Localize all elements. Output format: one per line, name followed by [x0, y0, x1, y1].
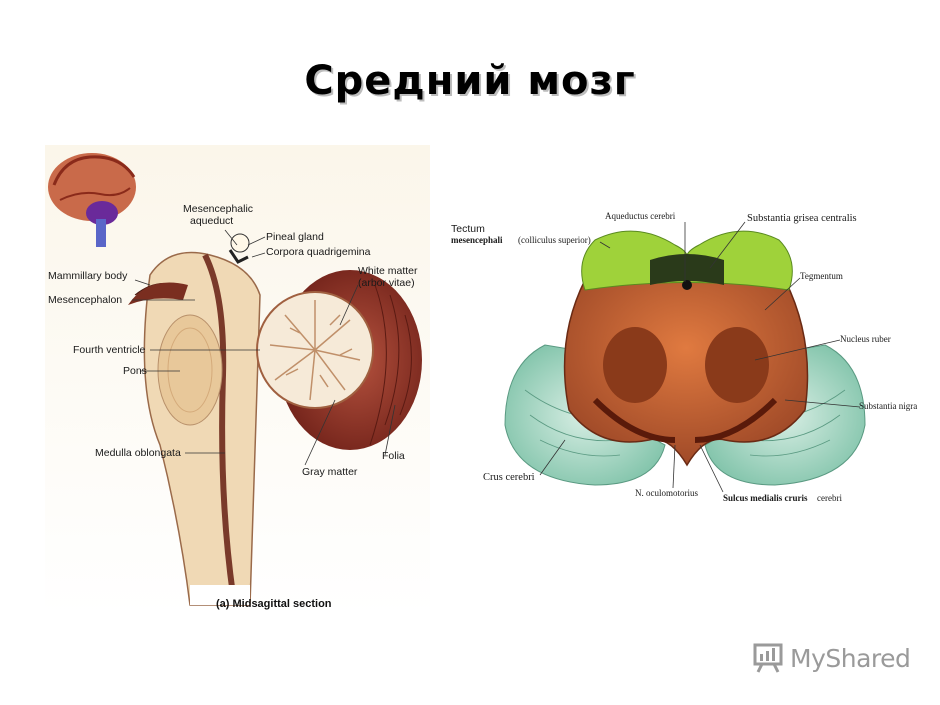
label-n-oculomotorius: N. oculomotorius [635, 488, 698, 498]
label-white-matter: White matter [358, 265, 418, 277]
nucleus-ruber-right [705, 327, 769, 403]
label-fourth-ventricle: Fourth ventricle [73, 344, 146, 356]
brain-inset-icon [48, 153, 136, 247]
midsagittal-diagram: Mesencephalic aqueduct Pineal gland Corp… [40, 145, 430, 615]
label-tectum: Tectum [451, 223, 485, 235]
label-pons: Pons [123, 365, 147, 377]
label-mesencephalon: Mesencephalon [48, 294, 123, 306]
label-colliculus: (colliculus superior) [518, 235, 591, 245]
caption-midsagittal: (a) Midsagittal section [216, 598, 332, 610]
tegmentum-shape [563, 269, 809, 467]
label-folia: Folia [382, 450, 405, 462]
label-mesencephali: mesencephali [451, 235, 503, 245]
label-substantia-grisea: Substantia grisea centralis [747, 213, 857, 224]
label-arbor-vitae: (arbor vitae) [358, 277, 415, 289]
label-mammillary-body: Mammillary body [48, 270, 128, 282]
presentation-board-icon [753, 643, 783, 673]
label-gray-matter: Gray matter [302, 466, 358, 478]
cross-section-illustration [504, 221, 866, 493]
label-mesencephalic-aqueduct-2: aqueduct [190, 215, 234, 227]
label-substantia-nigra: Substantia nigra [859, 401, 918, 411]
label-sulcus: Sulcus medialis cruris [723, 493, 808, 503]
label-aqueductus: Aqueductus cerebri [605, 211, 676, 221]
label-nucleus-ruber: Nucleus ruber [840, 334, 891, 344]
label-cerebri: cerebri [817, 493, 842, 503]
nucleus-ruber-left [603, 327, 667, 403]
label-corpora-quadrigemina: Corpora quadrigemina [266, 246, 371, 258]
label-crus-cerebri: Crus cerebri [483, 472, 535, 483]
label-mesencephalic-aqueduct: Mesencephalic [183, 203, 254, 215]
midsagittal-illustration [45, 145, 430, 615]
label-tegmentum: Tegmentum [800, 271, 843, 281]
page-title: Средний мозг [304, 58, 636, 104]
label-medulla-oblongata: Medulla oblongata [95, 447, 181, 459]
cross-section-diagram: Tectum mesencephali (colliculus superior… [445, 200, 917, 510]
myshared-logo: MyShared [752, 642, 911, 674]
myshared-logo-text: MyShared [790, 643, 911, 673]
label-pineal-gland: Pineal gland [266, 231, 324, 243]
